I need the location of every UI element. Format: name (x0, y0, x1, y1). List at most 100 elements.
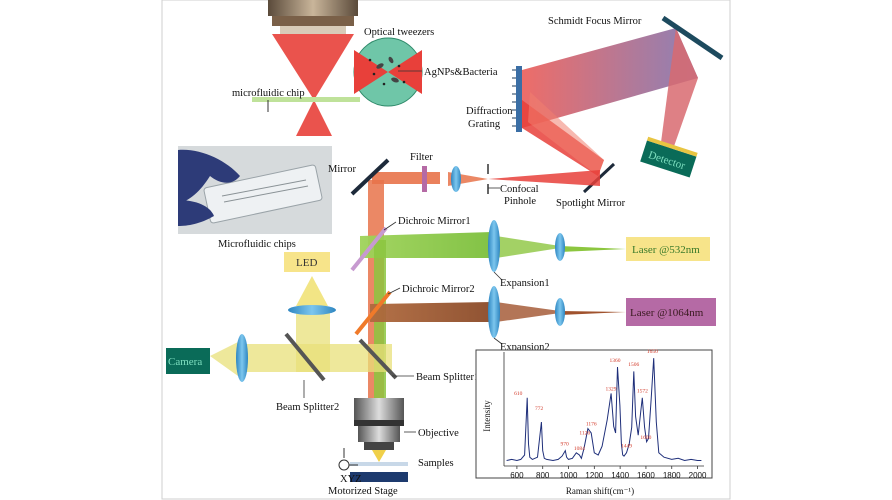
green-beam-laser (560, 246, 626, 252)
sample-slide (350, 462, 408, 466)
expansion1-leader (493, 271, 503, 281)
camera-label: Camera (168, 356, 202, 368)
diffraction-grating (516, 66, 522, 132)
dichroic-mirror2 (354, 290, 392, 336)
peak-label: 1650 (647, 349, 658, 355)
schmidt-to-detector-beam (660, 28, 698, 152)
grating-teeth (512, 69, 516, 127)
pinhole-label: Pinhole (504, 196, 536, 207)
dichroic-mirror2-label: Dichroic Mirror2 (402, 284, 475, 295)
microfluidic-chip-label: microfluidic chip (232, 88, 305, 99)
dichroic2-leader (387, 287, 401, 295)
x-tick-label: 1000 (560, 471, 578, 480)
expansion1-lens-b (555, 233, 565, 261)
diffraction-label: Diffraction (466, 106, 513, 117)
peak-label: 1449 (621, 444, 632, 450)
led-box (284, 252, 330, 272)
filter (422, 166, 427, 192)
x-tick-label: 2000 (689, 471, 707, 480)
laser-532-box (626, 237, 710, 261)
samples-label: Samples (418, 458, 454, 469)
peak-label: 1329 (605, 386, 616, 392)
led-beam-horizontal (238, 344, 392, 372)
led-label: LED (296, 257, 317, 269)
peak-label: 1506 (628, 362, 639, 368)
objective-lens (354, 398, 404, 450)
spotlight-mirror-label: Spotlight Mirror (556, 198, 626, 209)
expansion2-lens-a (488, 286, 500, 338)
chart-ylabel: Intensity (482, 400, 492, 432)
optical-tweezers-label: Optical tweezers (364, 27, 434, 38)
laser-532-label: Laser @532nm (632, 244, 700, 256)
filter-label: Filter (410, 152, 433, 163)
schmidt-focus-mirror-label: Schmidt Focus Mirror (548, 16, 642, 27)
brown-beam-expansion (496, 302, 560, 322)
led-lens (288, 305, 336, 315)
schmidt-focus-mirror (661, 15, 724, 61)
grating-to-schmidt-beam (522, 28, 698, 128)
x-tick-label: 1400 (611, 471, 629, 480)
spectrum-series-line (506, 358, 702, 462)
green-beam-horizontal (360, 232, 492, 258)
beam-splitter1 (358, 338, 398, 380)
beam-splitter1-label: Beam Splitter1 (416, 372, 479, 383)
agnps-bacteria-label: AgNPs&Bacteria (424, 67, 498, 78)
dichroic-mirror1-label: Dichroic Mirror1 (398, 216, 471, 227)
objective-label: Objective (418, 428, 459, 439)
microfluidic-chips-label: Microfluidic chips (218, 239, 296, 250)
mirror-label: Mirror (328, 164, 356, 175)
led-cone (296, 276, 328, 306)
dichroic-mirror1 (350, 226, 388, 272)
sample-focus (372, 450, 386, 462)
green-beam-expansion (496, 236, 560, 258)
x-tick-label: 1600 (637, 471, 655, 480)
peak-label: 1126 (579, 430, 590, 436)
optical-tweezers-objective (268, 0, 358, 34)
camera-beam (210, 342, 238, 376)
brown-beam-horizontal (370, 302, 492, 322)
expansion1-lens-a (488, 220, 500, 272)
agnps-bacteria-inset (353, 37, 423, 107)
plot-area: 600 800 1000 1200 1400 1600 1800 2000 610 772 970 1… (503, 349, 707, 480)
raman-spectrum-chart: 600 800 1000 1200 1400 1600 1800 2000 610 772 970 1… (475, 349, 713, 496)
laser-1064-box (626, 298, 716, 326)
peak-label: 772 (535, 406, 544, 412)
expansion2-leader (493, 337, 503, 345)
focus-lens (451, 166, 461, 192)
peak-label: 1572 (637, 389, 648, 395)
spotlight-to-grating-beam (528, 92, 604, 176)
chart-xlabel: Raman shift(cm⁻¹) (566, 486, 634, 496)
mirror (350, 158, 390, 196)
tweezers-beam-upper (272, 34, 354, 100)
brown-beam-laser (560, 311, 626, 315)
microfluidic-chip-photo (178, 146, 332, 234)
peak-label: 1360 (609, 358, 620, 364)
grating-label: Grating (468, 119, 501, 130)
camera-box (166, 348, 210, 374)
expansion2-label: Expansion2 (500, 342, 550, 353)
x-tick-label: 800 (536, 471, 550, 480)
peak-label: 610 (514, 391, 523, 397)
beam-splitter2 (284, 332, 326, 382)
green-beam-vertical (374, 240, 386, 406)
x-tick-label: 1200 (585, 471, 603, 480)
laser-1064-label: Laser @1064nm (630, 307, 704, 319)
peak-label: 970 (561, 441, 570, 447)
dichroic1-leader (383, 221, 397, 231)
x-tick-label: 1800 (663, 471, 681, 480)
motorized-stage-label: Motorized Stage (328, 486, 398, 497)
xyz-label: XYZ (340, 474, 362, 485)
beam-splitter2-label: Beam Splitter2 (276, 402, 339, 413)
tweezers-beam-lower (296, 100, 332, 136)
pinhole-to-spotlight-beam (488, 170, 600, 186)
x-tick-label: 600 (510, 471, 524, 480)
confocal-label: Confocal (500, 184, 539, 195)
peak-label: 1176 (586, 422, 597, 428)
chart-frame (475, 349, 713, 479)
expansion2-lens-b (555, 298, 565, 326)
camera-lens (236, 334, 248, 382)
motorized-stage (350, 472, 408, 482)
detector: Detector (640, 136, 698, 178)
peak-label: 1600 (640, 435, 651, 441)
